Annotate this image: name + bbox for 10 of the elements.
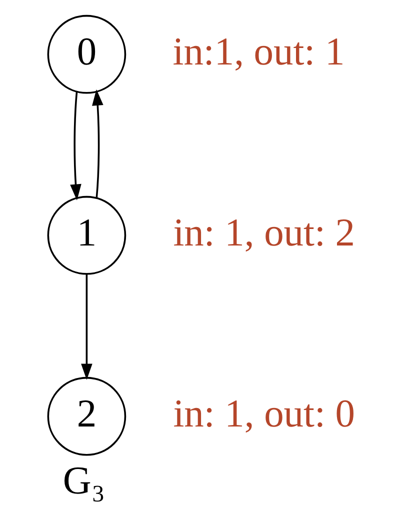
node-label: in: 1, out: 2 (173, 210, 355, 254)
node-circle: 1 (47, 196, 126, 275)
arrow (92, 89, 104, 198)
node-circle: 2 (47, 376, 126, 456)
arrow (81, 274, 92, 380)
arrow (70, 92, 82, 200)
node-label: in:1, out: 1 (172, 29, 345, 74)
node-label: in: 1, out: 0 (173, 391, 355, 436)
node-circle: 0 (47, 14, 126, 94)
caption: G₃ (62, 458, 106, 503)
